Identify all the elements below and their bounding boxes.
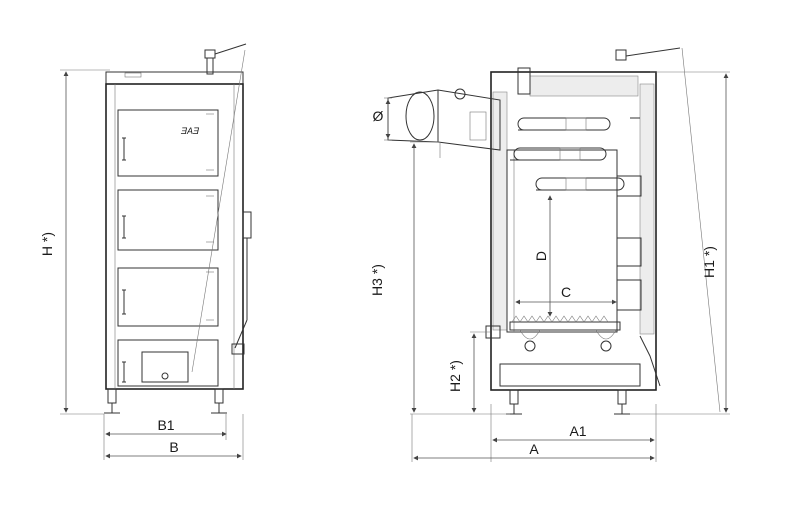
side-safety-valve-icon: [615, 47, 681, 61]
front-baffles: [617, 117, 642, 311]
dimension-H2-label: H2 *): [447, 360, 463, 392]
front-insulation: [639, 83, 655, 335]
side-section-view: Ø H3 *) H2 *) H1 *) D C A1 A: [369, 47, 730, 462]
adjustable-feet: [104, 388, 227, 414]
front-view: ƎAƎ H *) B1: [39, 43, 252, 460]
heat-exchanger-coils: [510, 117, 625, 191]
flue-pipe: [387, 67, 531, 158]
upper-door: [117, 109, 219, 177]
side-feet: [506, 389, 630, 415]
dimension-H3-label: H3 *): [369, 264, 385, 296]
top-insulation: [529, 75, 639, 97]
dimension-H1-label: H1 *): [701, 246, 717, 278]
top-cover: [105, 71, 244, 85]
dimension-A1-label: A1: [569, 423, 586, 439]
dimension-B-label: B: [169, 439, 178, 455]
dimension-B1-label: B1: [157, 417, 174, 433]
air-regulator: [141, 351, 189, 383]
boiler-body: [105, 83, 244, 390]
dimension-A-label: A: [529, 441, 539, 457]
door-handle-icon: [122, 289, 126, 315]
dimension-H-label: H *): [39, 232, 55, 256]
side-casing: [490, 71, 657, 391]
dimension-diameter-label: Ø: [373, 108, 384, 124]
middle-door: [117, 189, 219, 251]
safety-valve-icon: [204, 43, 247, 75]
dimension-C-label: C: [561, 284, 571, 300]
door-handle-icon: [122, 361, 126, 383]
dimension-D-label: D: [533, 251, 549, 261]
manufacturer-logo: ƎAƎ: [180, 126, 200, 136]
ash-door: [117, 339, 219, 387]
combustion-chamber: [506, 149, 618, 333]
door-handle-icon: [122, 137, 126, 161]
door-handle-icon: [122, 215, 126, 239]
draft-lever-icon: [231, 211, 252, 355]
ash-pan: [499, 363, 641, 387]
lower-door: [117, 267, 219, 327]
grate: [509, 315, 621, 352]
top-plate: [124, 72, 142, 78]
